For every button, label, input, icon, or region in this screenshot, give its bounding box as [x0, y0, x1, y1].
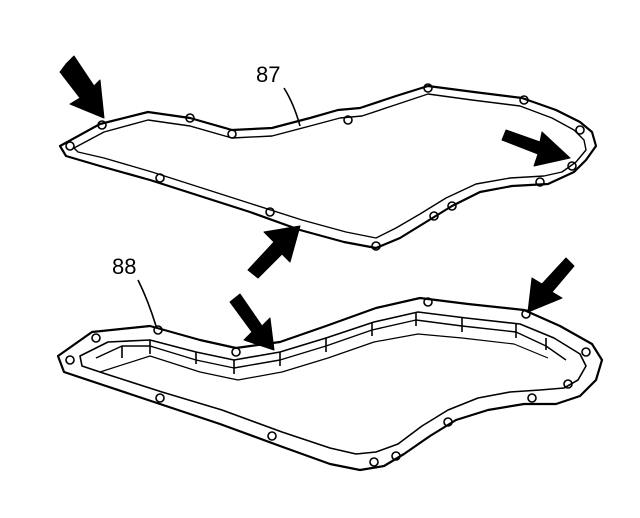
- arrow-middle: [247, 225, 301, 279]
- callout-88: 88: [112, 254, 136, 279]
- callout-87: 87: [256, 62, 280, 87]
- gasket-87: [58, 83, 598, 251]
- pan-88-wall-ribs: [121, 312, 547, 374]
- gasket-87-outer-edge: [58, 84, 598, 250]
- arrow-upper-left: [59, 55, 105, 119]
- leader-87: [283, 87, 301, 127]
- arrows: [59, 55, 575, 351]
- pan-88: [56, 296, 604, 472]
- gasket-87-bolt-holes: [65, 83, 585, 251]
- arrow-lower-left: [229, 293, 275, 351]
- pan-88-outer-flange: [56, 296, 604, 472]
- leader-lines: [137, 87, 301, 327]
- pan-88-bolt-holes: [65, 297, 591, 467]
- gasket-87-inner-edge: [73, 93, 587, 239]
- leader-88: [137, 279, 157, 327]
- arrow-upper-right: [501, 129, 571, 167]
- pan-88-floor-edge: [99, 333, 549, 381]
- arrow-lower-right: [527, 257, 575, 313]
